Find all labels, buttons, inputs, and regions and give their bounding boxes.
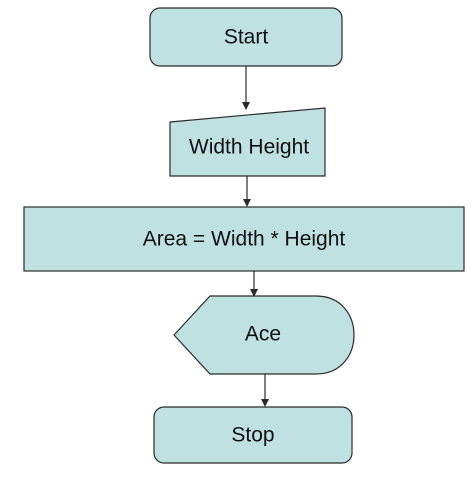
connector-start-to-input (242, 66, 250, 110)
display-node-shape (173, 295, 355, 375)
connector-display-to-stop (261, 374, 269, 407)
stop-node: Stop (153, 406, 353, 464)
display-node-label: Ace (245, 323, 281, 346)
stop-node-label: Stop (231, 424, 274, 447)
display-node: Ace (173, 295, 355, 375)
connector-process-to-display (250, 271, 258, 297)
process-node: Area = Width * Height (23, 206, 465, 272)
input-node: Width Height (169, 107, 326, 177)
process-node-label: Area = Width * Height (143, 228, 346, 251)
connector-input-to-process (243, 176, 251, 207)
input-node-shape (169, 107, 326, 177)
start-node-label: Start (224, 26, 269, 49)
process-node-shape (23, 206, 465, 272)
start-node: Start (149, 7, 343, 67)
input-node-label: Width Height (189, 136, 309, 159)
stop-node-shape (153, 406, 353, 464)
